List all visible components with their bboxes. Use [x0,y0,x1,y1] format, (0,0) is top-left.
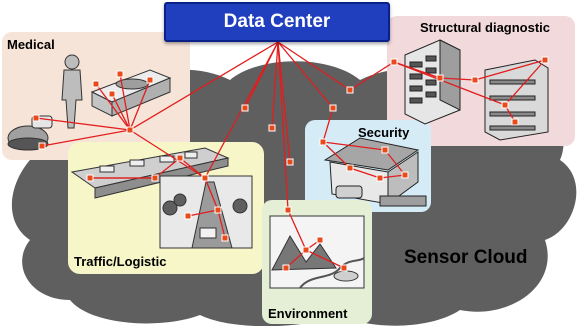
bed-front [111,77,171,117]
security-label: Security [358,125,410,140]
street-trees [162,193,248,216]
sensor-node [316,236,324,244]
street-car [199,227,217,239]
sensor-node [151,174,159,182]
structural-label: Structural diagnostic [420,20,551,35]
network-link [217,209,226,239]
network-link [154,157,181,179]
network-link [349,167,381,179]
network-link [271,41,279,129]
traffic-illustration [70,147,253,249]
sensor-node [381,146,389,154]
sensor-node [176,154,184,162]
sensor-node [541,56,549,64]
sensor-node [92,80,100,88]
network-link [204,177,219,211]
network-link [129,79,151,131]
sensor-node [319,138,327,146]
network-link [439,77,476,81]
network-link [187,209,219,217]
sensor-node [436,74,444,82]
sensor-node [241,104,249,112]
sensor-node [221,234,229,242]
sensor-node [184,212,192,220]
sensor-node [282,264,290,272]
medical-illustration [7,54,172,151]
network-nodes [32,56,549,272]
sensor-node [346,86,354,94]
sensor-node [471,76,479,84]
garage-car [335,185,363,199]
sensor-node [268,124,276,132]
network-link [277,41,351,91]
environment-label: Environment [268,306,348,321]
sensor-node [302,246,310,254]
sensor-node [32,114,40,122]
network-links [35,41,546,269]
sensor-node [401,171,409,179]
network-link [277,41,289,211]
network-link [305,249,345,269]
network-link [129,41,279,131]
network-link [474,59,546,81]
sensor-node [146,76,154,84]
sensor-node [390,58,398,66]
sensor-node [376,174,384,182]
network-link [287,209,307,251]
network-link [179,157,206,179]
sensor-node [501,101,509,109]
structural-illustration [404,39,549,141]
network-link [322,107,334,143]
sensor-node [284,206,292,214]
sensor-node [108,90,116,98]
highway-vehicles [99,151,198,173]
sensor-node [201,174,209,182]
building-windows [409,55,437,104]
shoe-sole [7,137,49,151]
sensor-node [38,142,46,150]
person-body [61,69,83,129]
sensor-node [346,164,354,172]
network-link [379,174,406,179]
network-link [277,41,334,109]
network-link [119,73,131,131]
building-interior-floors [489,79,536,131]
data-center-title: Data Center [164,2,390,42]
sensor-node [116,70,124,78]
sensor-node [340,264,348,272]
sensor-node [511,118,519,126]
security-wall [379,195,427,207]
network-link [95,83,131,131]
network-link [35,117,131,131]
sensor-node [86,174,94,182]
river [299,257,365,289]
network-link [41,129,131,147]
sensor-node [126,126,134,134]
medical-label: Medical [7,37,55,52]
person-head [64,54,80,70]
network-link [322,141,386,151]
network-link [504,59,546,106]
sensor-node [286,158,294,166]
lake [333,270,359,282]
sensor-node [329,104,337,112]
network-link [322,141,351,169]
traffic-label: Traffic/Logistic [74,254,167,269]
sensor-node [214,206,222,214]
network-link [129,129,206,179]
network-link [277,41,291,163]
sensor-cloud-label: Sensor Cloud [404,247,528,268]
network-link [384,149,406,176]
network-link [349,61,395,91]
network-link [111,93,131,131]
environment-illustration [269,215,365,289]
network-link [393,61,506,106]
